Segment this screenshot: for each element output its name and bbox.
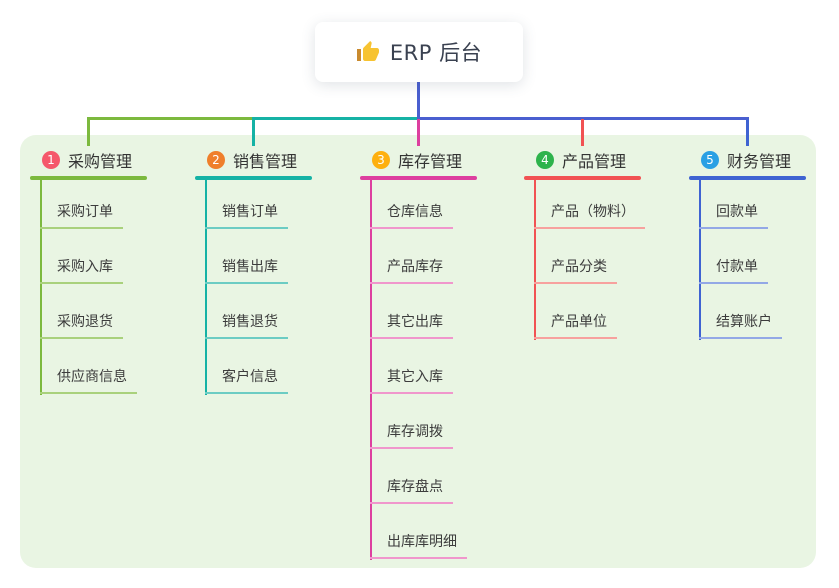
- branch-title-underline: [195, 176, 312, 180]
- branch-number-badge: 2: [207, 151, 225, 169]
- branch-node-1[interactable]: 1 采购管理: [30, 148, 132, 172]
- child-node[interactable]: 采购订单: [40, 201, 123, 229]
- branch-label: 采购管理: [68, 152, 133, 171]
- branch-title-underline: [689, 176, 806, 180]
- root-link: [417, 82, 420, 118]
- branch-drop-link: [252, 119, 255, 146]
- branch-number-badge: 4: [536, 151, 554, 169]
- branch-title-underline: [30, 176, 147, 180]
- branch-vertical-line: [534, 180, 536, 340]
- root-node-label: ERP 后台: [389, 41, 483, 65]
- branch-title-underline: [524, 176, 641, 180]
- branch-label: 销售管理: [233, 152, 298, 171]
- child-node[interactable]: 库存调拨: [370, 421, 453, 449]
- child-node[interactable]: 产品（物料）: [534, 201, 645, 229]
- branch-drop-link: [746, 119, 749, 146]
- child-node[interactable]: 产品单位: [534, 311, 617, 339]
- branch-vertical-line: [370, 180, 372, 560]
- spine-segment: [417, 117, 749, 120]
- branch-node-3[interactable]: 3 库存管理: [360, 148, 462, 172]
- child-node[interactable]: 出库库明细: [370, 531, 467, 559]
- branch-node-5[interactable]: 5 财务管理: [689, 148, 791, 172]
- child-node[interactable]: 销售出库: [205, 256, 288, 284]
- child-node[interactable]: 供应商信息: [40, 366, 137, 394]
- child-node[interactable]: 产品分类: [534, 256, 617, 284]
- branch-drop-link: [417, 119, 420, 146]
- branch-drop-link: [87, 119, 90, 146]
- child-node[interactable]: 客户信息: [205, 366, 288, 394]
- thumbs-up-icon: [356, 40, 380, 64]
- child-node[interactable]: 采购退货: [40, 311, 123, 339]
- branch-number-badge: 3: [372, 151, 390, 169]
- branch-label: 产品管理: [562, 152, 627, 171]
- branch-number-badge: 5: [701, 151, 719, 169]
- branch-title-underline: [360, 176, 477, 180]
- mindmap-panel: [20, 135, 816, 568]
- branch-vertical-line: [40, 180, 42, 395]
- child-node[interactable]: 销售退货: [205, 311, 288, 339]
- branch-vertical-line: [205, 180, 207, 395]
- child-node[interactable]: 回款单: [699, 201, 768, 229]
- branch-number-badge: 1: [42, 151, 60, 169]
- branch-node-4[interactable]: 4 产品管理: [524, 148, 626, 172]
- spine-segment: [252, 117, 419, 120]
- branch-label: 财务管理: [727, 152, 792, 171]
- child-node[interactable]: 产品库存: [370, 256, 453, 284]
- branch-label: 库存管理: [398, 152, 463, 171]
- branch-drop-link: [581, 119, 584, 146]
- child-node[interactable]: 销售订单: [205, 201, 288, 229]
- child-node[interactable]: 仓库信息: [370, 201, 453, 229]
- child-node[interactable]: 其它入库: [370, 366, 453, 394]
- child-node[interactable]: 采购入库: [40, 256, 123, 284]
- child-node[interactable]: 其它出库: [370, 311, 453, 339]
- child-node[interactable]: 结算账户: [699, 311, 782, 339]
- root-node[interactable]: ERP 后台: [315, 22, 523, 82]
- spine-segment: [87, 117, 254, 120]
- branch-node-2[interactable]: 2 销售管理: [195, 148, 297, 172]
- child-node[interactable]: 付款单: [699, 256, 768, 284]
- child-node[interactable]: 库存盘点: [370, 476, 453, 504]
- branch-vertical-line: [699, 180, 701, 340]
